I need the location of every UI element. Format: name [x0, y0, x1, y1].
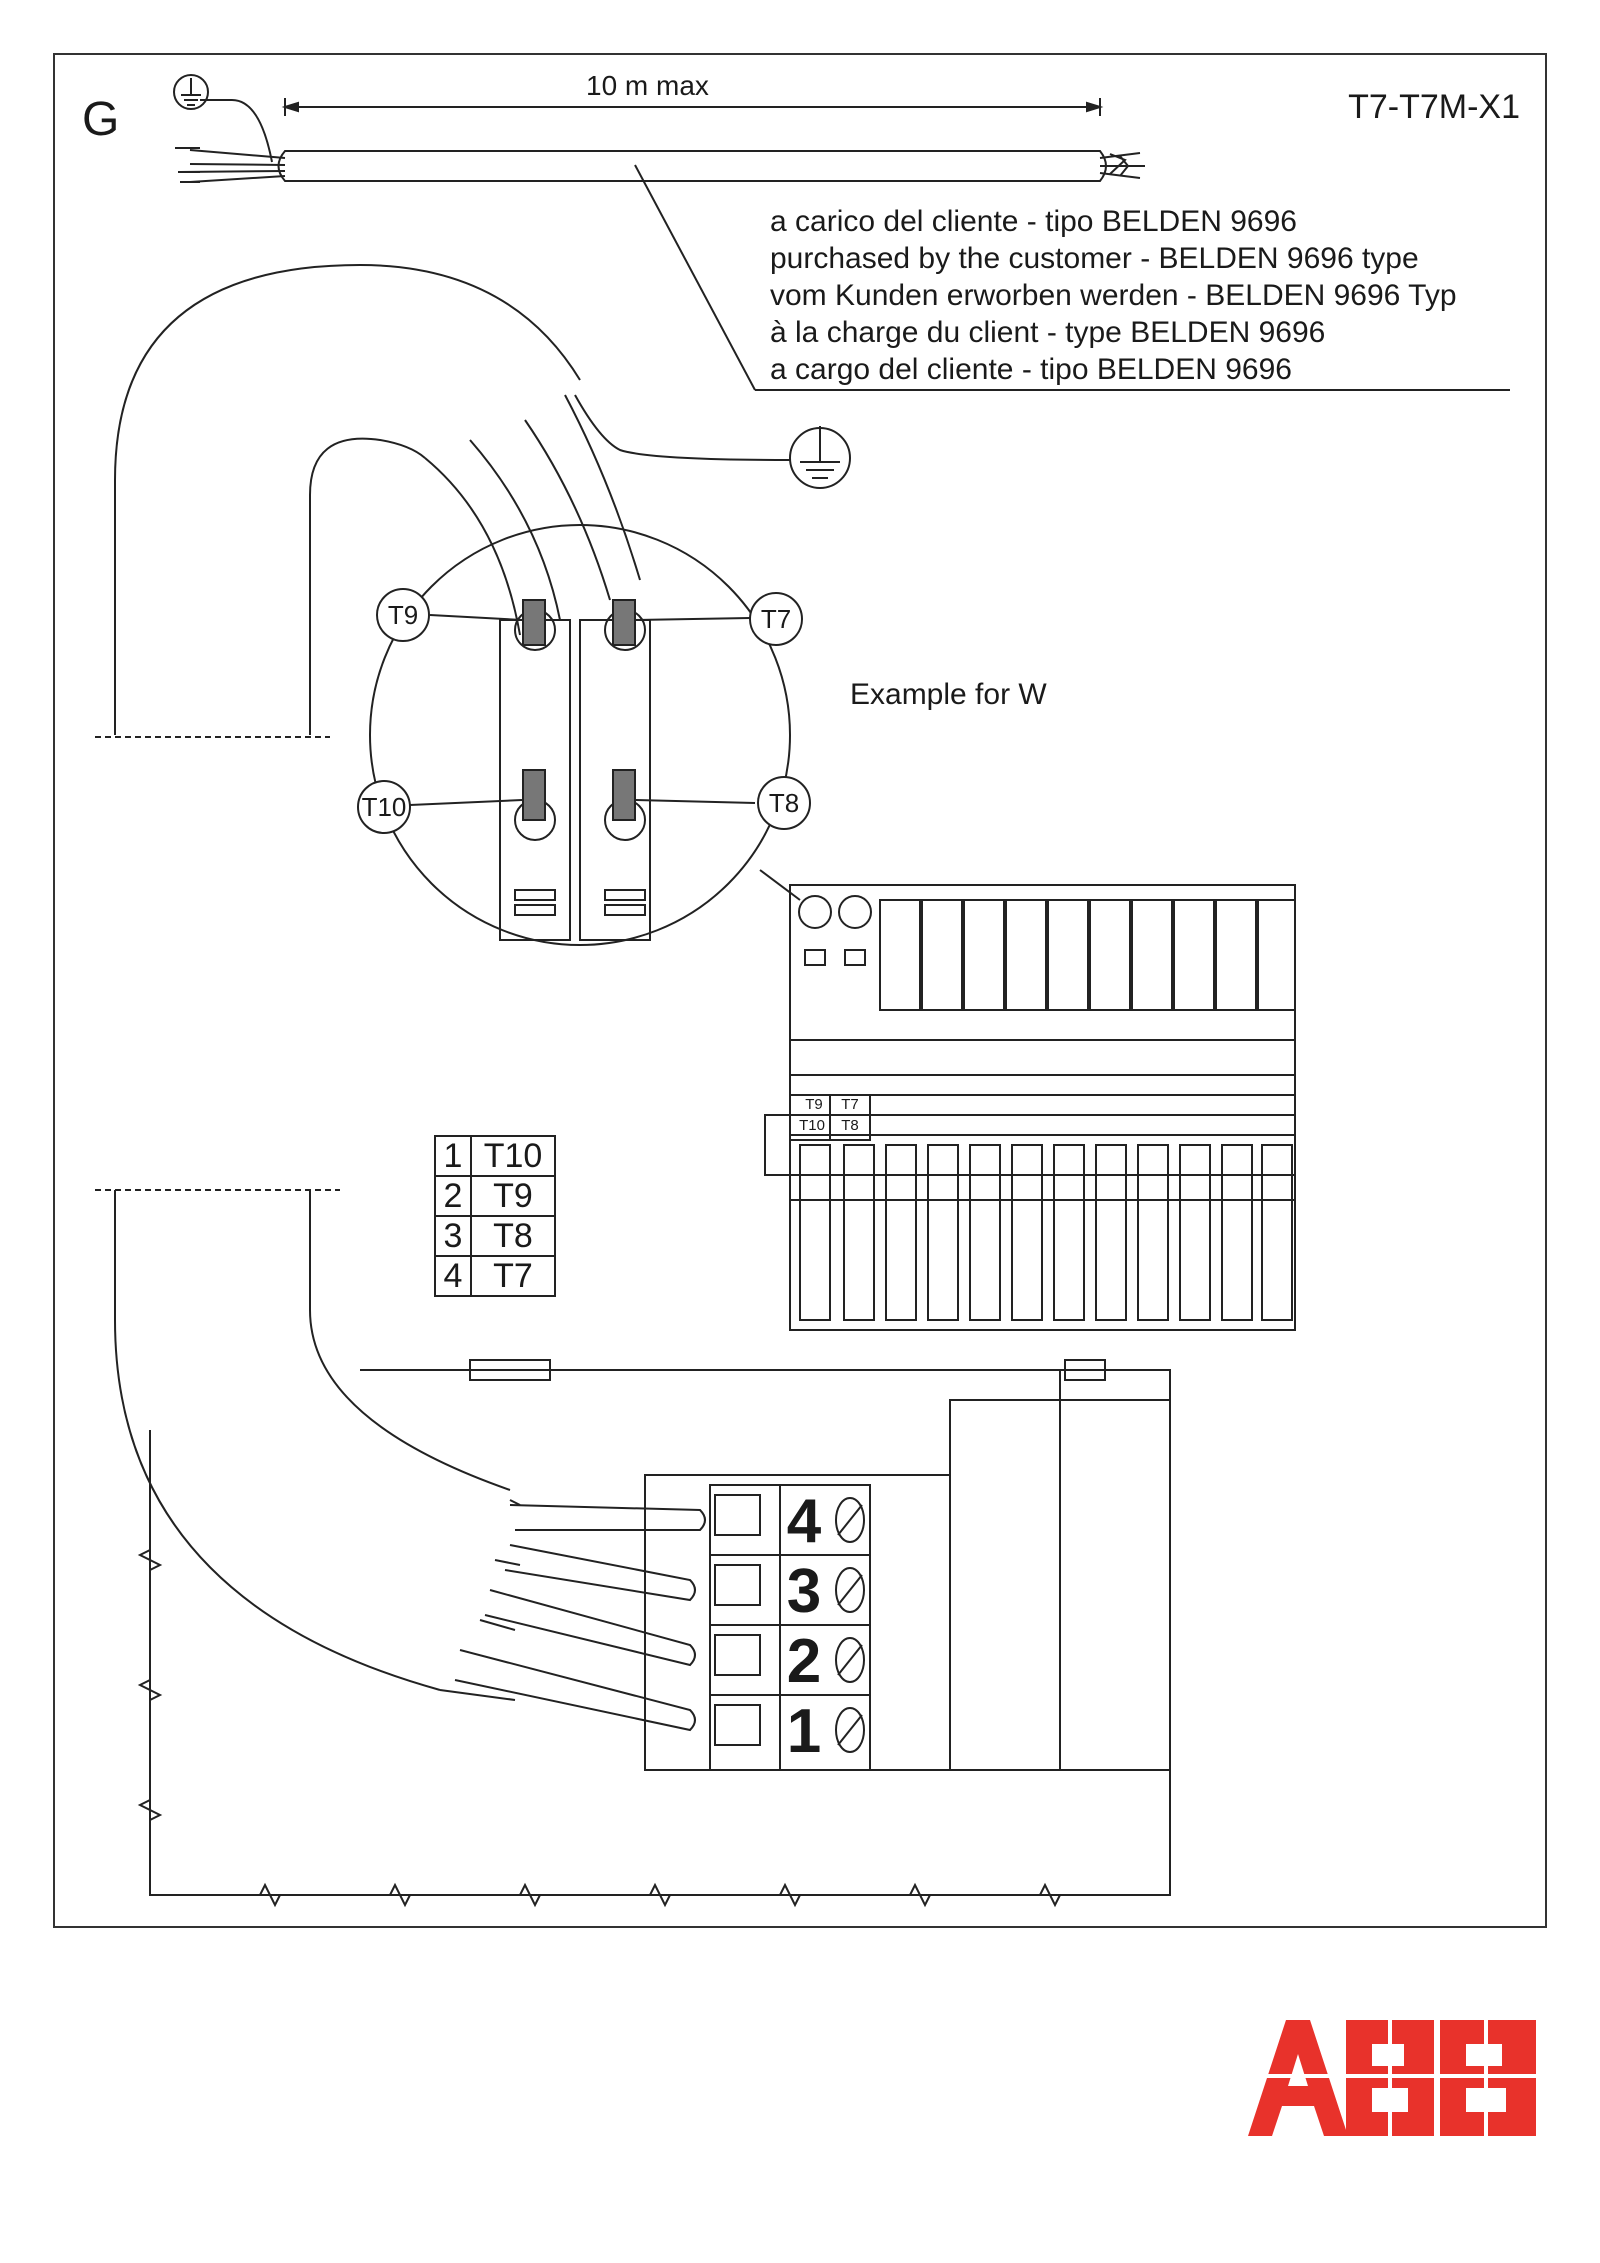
cable-note-en: purchased by the customer - BELDEN 9696 … — [770, 242, 1419, 275]
terminal-number: 2 — [786, 1627, 822, 1696]
terminal-lower-modules — [799, 1144, 1293, 1321]
block-label-t8: T8 — [841, 1117, 859, 1134]
label-t10: T10 — [357, 780, 411, 834]
block-label-t7: T7 — [841, 1096, 859, 1113]
table-row: 1 T10 — [434, 1135, 556, 1177]
cable-note-it: a carico del cliente - tipo BELDEN 9696 — [770, 205, 1297, 238]
abb-logo — [1248, 2018, 1538, 2143]
detail-circle — [369, 524, 801, 946]
mapping-num: 3 — [434, 1215, 472, 1257]
example-label: Example for W — [850, 678, 1047, 711]
mapping-term: T7 — [470, 1255, 556, 1297]
abb-logo-mark — [1248, 2018, 1538, 2138]
lower-bend-conduit — [95, 1189, 1171, 1908]
ground-icon-mid — [789, 426, 851, 489]
upper-bend-conduit — [95, 263, 791, 738]
screw-icon — [835, 1497, 865, 1753]
top-cable — [175, 98, 1510, 391]
table-row: 2 T9 — [434, 1175, 556, 1217]
mapping-term: T9 — [470, 1175, 556, 1217]
label-t8: T8 — [757, 776, 811, 830]
terminal-number: 1 — [786, 1697, 822, 1766]
mapping-num: 2 — [434, 1175, 472, 1217]
sheet-code: T7-T7M-X1 — [1348, 88, 1520, 126]
block-label-t9: T9 — [805, 1096, 823, 1113]
label-t9: T9 — [376, 588, 430, 642]
drawing-frame — [53, 53, 1547, 1928]
mapping-num: 4 — [434, 1255, 472, 1297]
terminal-number: 4 — [786, 1487, 822, 1556]
label-t7: T7 — [749, 592, 803, 646]
mapping-term: T10 — [470, 1135, 556, 1177]
cable-note-es: a cargo del cliente - tipo BELDEN 9696 — [770, 353, 1292, 386]
table-row: 4 T7 — [434, 1255, 556, 1297]
cable-note-fr: à la charge du client - type BELDEN 9696 — [770, 316, 1326, 349]
cable-length-label: 10 m max — [586, 70, 709, 101]
ground-icon — [173, 74, 209, 110]
mapping-term: T8 — [470, 1215, 556, 1257]
cable-note-de: vom Kunden erworben werden - BELDEN 9696… — [770, 279, 1457, 312]
table-row: 3 T8 — [434, 1215, 556, 1257]
mapping-num: 1 — [434, 1135, 472, 1177]
terminal-mapping-table: 1 T10 2 T9 3 T8 4 T7 — [434, 1135, 556, 1297]
terminal-number: 3 — [786, 1557, 822, 1626]
block-label-t10: T10 — [799, 1117, 825, 1134]
terminal-modules — [879, 899, 1296, 1011]
terminal-strip — [764, 884, 1296, 1331]
sheet-letter: G — [82, 93, 120, 146]
